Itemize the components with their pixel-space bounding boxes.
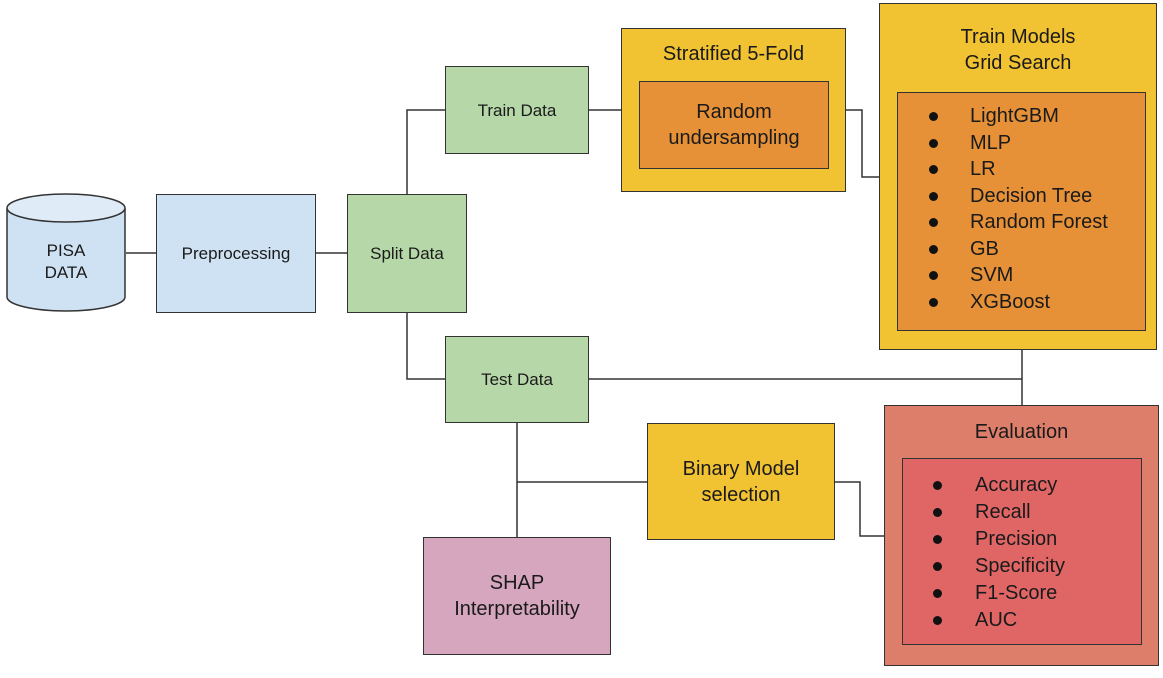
bullet-icon bbox=[929, 165, 938, 174]
train-data-label: Train Data bbox=[477, 100, 557, 120]
evaluation-node[interactable]: Evaluation Accuracy Recall Precision Spe… bbox=[884, 405, 1159, 666]
model-item: SVM bbox=[898, 262, 1147, 289]
random-undersampling-line1: Random bbox=[696, 101, 772, 123]
bullet-icon bbox=[933, 562, 942, 571]
model-list-panel: LightGBM MLP LR Decision Tree Random For… bbox=[897, 92, 1146, 331]
bullet-icon bbox=[933, 481, 942, 490]
edge-stratified-trainmodels bbox=[846, 109, 879, 178]
shap-line2: Interpretability bbox=[454, 598, 580, 620]
model-item: LightGBM bbox=[898, 103, 1147, 130]
split-data-label: Split Data bbox=[370, 244, 444, 263]
edge-split-test bbox=[406, 313, 445, 380]
preprocessing-node[interactable]: Preprocessing bbox=[156, 194, 316, 313]
bullet-icon bbox=[929, 271, 938, 280]
random-undersampling-line2: undersampling bbox=[668, 127, 800, 149]
database-cylinder-icon bbox=[6, 193, 126, 312]
train-data-node[interactable]: Train Data bbox=[445, 66, 589, 154]
model-item: Decision Tree bbox=[898, 183, 1147, 210]
train-models-title-line2: Grid Search bbox=[964, 52, 1072, 74]
metrics-list: Accuracy Recall Precision Specificity F1… bbox=[903, 472, 1143, 634]
random-undersampling-node[interactable]: Random undersampling bbox=[639, 81, 829, 169]
pisa-data-label-line1: PISA bbox=[46, 241, 86, 260]
bullet-icon bbox=[929, 244, 938, 254]
model-item: Random Forest bbox=[898, 209, 1147, 236]
bullet-icon bbox=[933, 508, 942, 517]
edge-binary-evaluation bbox=[835, 481, 884, 537]
bullet-icon bbox=[929, 138, 938, 148]
model-list: LightGBM MLP LR Decision Tree Random For… bbox=[898, 103, 1147, 315]
preprocessing-label: Preprocessing bbox=[181, 244, 291, 263]
model-item: GB bbox=[898, 236, 1147, 263]
metric-item: Accuracy bbox=[903, 472, 1143, 499]
train-models-node[interactable]: Train Models Grid Search LightGBM MLP LR… bbox=[879, 3, 1157, 350]
metrics-panel: Accuracy Recall Precision Specificity F1… bbox=[902, 458, 1142, 645]
binary-model-line1: Binary Model bbox=[682, 457, 800, 480]
metric-item: AUC bbox=[903, 607, 1143, 634]
model-item: XGBoost bbox=[898, 289, 1147, 316]
model-item: LR bbox=[898, 156, 1147, 183]
edge-split-train bbox=[406, 109, 445, 194]
test-data-node[interactable]: Test Data bbox=[445, 336, 589, 423]
stratified-title: Stratified 5-Fold bbox=[662, 43, 805, 65]
test-data-label: Test Data bbox=[481, 370, 553, 389]
stratified-5-fold-node[interactable]: Stratified 5-Fold Random undersampling bbox=[621, 28, 846, 192]
bullet-icon bbox=[933, 535, 942, 544]
bullet-icon bbox=[929, 191, 938, 201]
metric-item: F1-Score bbox=[903, 580, 1143, 607]
bullet-icon bbox=[929, 297, 938, 307]
metric-item: Specificity bbox=[903, 553, 1143, 580]
pisa-data-label-line2: DATA bbox=[44, 263, 88, 282]
split-data-node[interactable]: Split Data bbox=[347, 194, 467, 313]
bullet-icon bbox=[933, 616, 942, 625]
binary-model-selection-node[interactable]: Binary Model selection bbox=[647, 423, 835, 540]
shap-interpretability-node[interactable]: SHAP Interpretability bbox=[423, 537, 611, 655]
metric-item: Recall bbox=[903, 499, 1143, 526]
bullet-icon bbox=[933, 589, 942, 598]
pisa-data-node[interactable]: PISA DATA bbox=[5, 240, 127, 284]
bullet-icon bbox=[929, 112, 938, 121]
bullet-icon bbox=[929, 218, 938, 227]
evaluation-title: Evaluation bbox=[974, 421, 1069, 443]
model-item: MLP bbox=[898, 130, 1147, 157]
shap-line1: SHAP bbox=[489, 572, 545, 594]
binary-model-line2: selection bbox=[701, 483, 781, 506]
train-models-title-line1: Train Models bbox=[960, 26, 1076, 48]
metric-item: Precision bbox=[903, 526, 1143, 553]
